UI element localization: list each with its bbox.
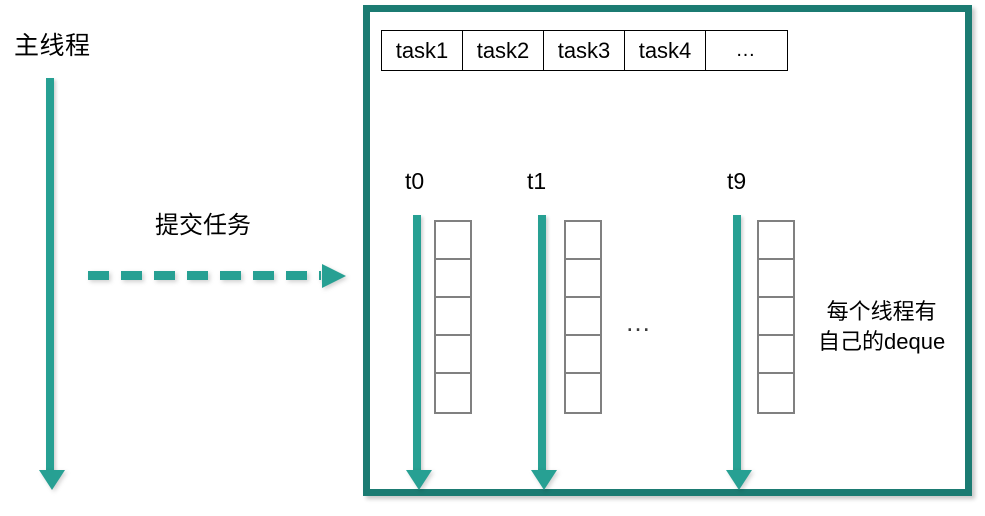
down-arrow-icon-t0 [406,470,432,490]
task-queue: task1 task2 task3 task4 … [381,30,788,71]
deque-cell [436,222,470,260]
deque-cell [436,374,470,412]
main-thread-arrow-shaft [46,78,54,473]
task-queue-cell: task3 [544,31,625,70]
task-queue-cell: task2 [463,31,544,70]
deque-t1 [564,220,602,414]
deque-t0 [434,220,472,414]
thread-arrow-shaft-t0 [413,215,421,473]
deque-cell [759,374,793,412]
thread-label-t1: t1 [527,168,547,194]
down-arrow-icon-t9 [726,470,752,490]
deque-cell [436,260,470,298]
thread-arrow-shaft-t9 [733,215,741,473]
threads-ellipsis: … [625,307,654,337]
deque-cell [566,374,600,412]
thread-arrow-shaft-t1 [538,215,546,473]
deque-cell [759,336,793,374]
deque-t9 [757,220,795,414]
down-arrow-icon [39,470,65,490]
submit-task-label: 提交任务 [155,212,251,239]
task-queue-cell-ellipsis: … [735,39,758,61]
thread-label-t0: t0 [405,168,425,194]
deque-note: 每个线程有 自己的deque [818,299,946,354]
deque-cell [759,222,793,260]
deque-cell [436,298,470,336]
task-queue-cell: task1 [382,31,463,70]
deque-cell [566,336,600,374]
thread-label-t9: t9 [727,168,747,194]
deque-cell [436,336,470,374]
deque-cell [759,260,793,298]
dashed-right-arrow-head-icon [322,264,346,288]
deque-cell [759,298,793,336]
deque-cell [566,260,600,298]
deque-cell [566,298,600,336]
main-thread-label: 主线程 [14,32,91,60]
deque-cell [566,222,600,260]
dashed-right-arrow-icon [88,271,321,280]
task-queue-cell: task4 [625,31,706,70]
down-arrow-icon-t1 [531,470,557,490]
